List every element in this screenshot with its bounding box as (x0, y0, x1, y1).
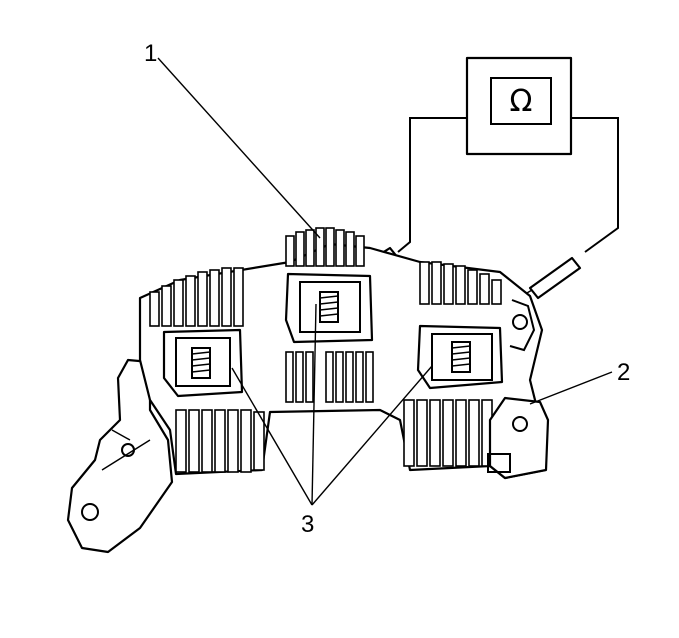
cooling-fins-lower-right (403, 399, 493, 467)
rectifier-housing (138, 227, 550, 480)
diode-pad-right (416, 324, 504, 390)
callout-1: 1 (144, 40, 158, 67)
callout-3: 3 (301, 511, 315, 538)
cooling-fins-lower-left (175, 409, 265, 473)
mounting-bracket (66, 358, 174, 554)
diode-pad-left (162, 328, 244, 398)
cooling-fins-lower-center (285, 351, 374, 403)
cooling-fins-top (285, 227, 365, 267)
ohmmeter-lead-left (397, 117, 467, 253)
ohmmeter-lead-right (571, 117, 619, 253)
ohm-icon: Ω (509, 84, 533, 119)
leader-lines (157, 57, 613, 506)
ohmmeter (397, 56, 619, 253)
cooling-fins-left (149, 267, 244, 327)
terminal-block (487, 299, 550, 480)
diode-pad-center (284, 272, 374, 344)
cooling-fins-right (419, 261, 502, 305)
callout-2: 2 (617, 359, 631, 386)
